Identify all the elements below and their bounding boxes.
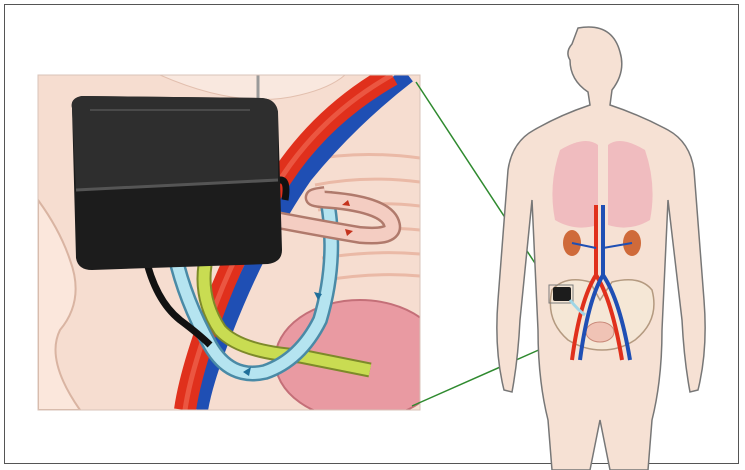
- body-figure: [497, 27, 705, 470]
- implant-device-icon: [72, 96, 282, 270]
- callout-lines: [412, 82, 550, 406]
- implant-small-icon: [553, 287, 571, 301]
- bladder-small-icon: [586, 322, 614, 342]
- magnified-panel: [38, 75, 445, 420]
- lungs-icon: [552, 141, 598, 228]
